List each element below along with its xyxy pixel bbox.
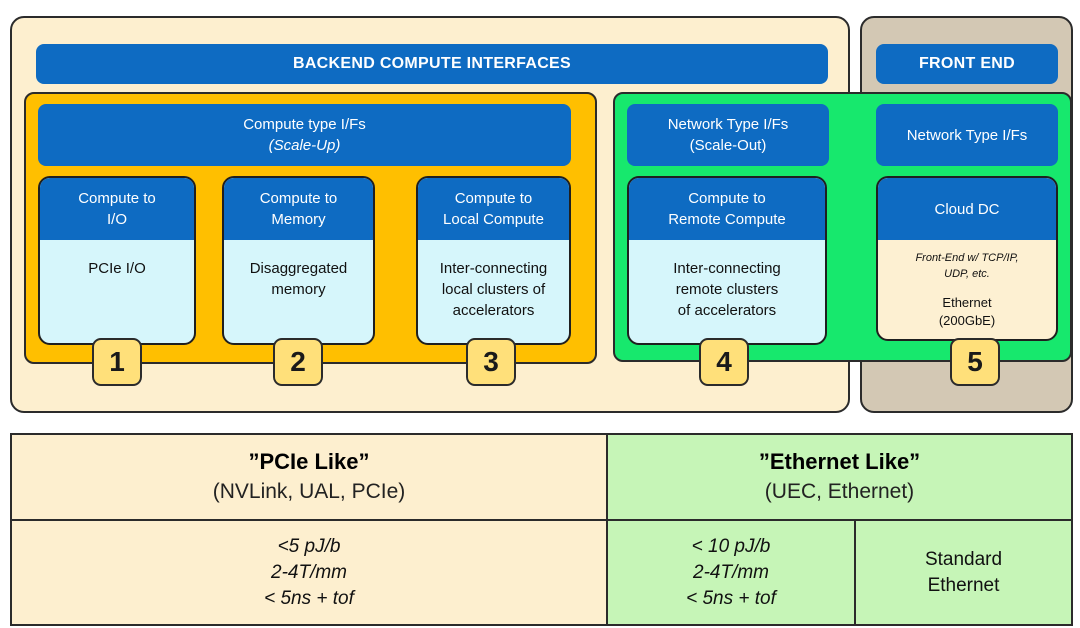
number-badge-3: 3 xyxy=(466,338,516,386)
card-head: Compute to I/O xyxy=(40,178,194,240)
spec-line: < 5ns + tof xyxy=(264,587,354,609)
backend-title-bar: BACKEND COMPUTE INTERFACES xyxy=(36,44,828,84)
card-head-line: Cloud DC xyxy=(934,200,1000,218)
card-body-line: memory xyxy=(271,281,326,298)
spec-line: < 5ns + tof xyxy=(686,587,776,609)
card-body-line: local clusters of xyxy=(441,281,546,298)
card-body-line: Inter-connecting xyxy=(439,260,548,277)
number-badge-4: 4 xyxy=(699,338,749,386)
card-body-line: Ethernet xyxy=(942,295,992,310)
frontend-title-bar: FRONT END xyxy=(876,44,1058,84)
card-head: Compute to Local Compute xyxy=(418,178,569,240)
ethernet-like-header-cell: ”Ethernet Like” (UEC, Ethernet) xyxy=(608,435,1071,521)
card-body-line: accelerators xyxy=(452,302,535,319)
card-compute-to-io: Compute to I/O PCIe I/O xyxy=(38,176,196,345)
card-compute-to-remote-compute: Compute to Remote Compute Inter-connecti… xyxy=(627,176,827,345)
card-head: Compute to Remote Compute xyxy=(629,178,825,240)
card-head: Cloud DC xyxy=(878,178,1056,240)
comparison-table: ”PCIe Like” (NVLink, UAL, PCIe) ”Etherne… xyxy=(10,433,1073,626)
card-head-line: Compute to xyxy=(688,190,766,207)
spec-line: 2-4T/mm xyxy=(693,561,769,583)
pcie-like-title: ”PCIe Like” xyxy=(248,449,370,474)
pcie-like-subtitle: (NVLink, UAL, PCIe) xyxy=(212,480,406,503)
card-compute-to-memory: Compute to Memory Disaggregated memory xyxy=(222,176,375,345)
card-head-line: Compute to xyxy=(259,190,338,207)
badge-number: 3 xyxy=(483,346,499,377)
card-body-line: Front-End w/ TCP/IP, xyxy=(915,252,1019,264)
spec-line: 2-4T/mm xyxy=(271,561,347,583)
card-head-line: Memory xyxy=(271,211,326,228)
scale-up-subtitle: (Scale-Up) xyxy=(268,137,341,154)
scale-out-subtitle: (Scale-Out) xyxy=(689,137,767,154)
pcie-like-specs-cell: <5 pJ/b 2-4T/mm < 5ns + tof xyxy=(12,521,608,624)
card-head-line: Compute to xyxy=(78,190,156,207)
card-body-line: PCIe I/O xyxy=(88,260,146,277)
card-head-line: I/O xyxy=(106,211,127,228)
number-badge-2: 2 xyxy=(273,338,323,386)
card-body-line: of accelerators xyxy=(677,302,777,319)
frontend-header-title: Network Type I/Fs xyxy=(906,126,1028,144)
badge-number: 4 xyxy=(716,346,732,377)
card-body: Disaggregated memory xyxy=(224,240,373,300)
frontend-header: Network Type I/Fs xyxy=(876,104,1058,166)
frontend-ethernet: Ethernet (200GbE) xyxy=(884,294,1050,330)
card-head-line: Local Compute xyxy=(443,211,544,228)
card-body-line: Disaggregated xyxy=(249,260,348,277)
card-body-line: remote clusters xyxy=(675,281,779,298)
scale-up-title: Compute type I/Fs xyxy=(243,116,366,133)
badge-number: 2 xyxy=(290,346,306,377)
card-body-line: (200GbE) xyxy=(938,313,996,328)
spec-line: < 10 pJ/b xyxy=(691,535,771,557)
standard-line: Standard xyxy=(924,548,1003,570)
card-cloud-dc: Cloud DC Front-End w/ TCP/IP, UDP, etc. … xyxy=(876,176,1058,341)
card-head: Compute to Memory xyxy=(224,178,373,240)
card-compute-to-local-compute: Compute to Local Compute Inter-connectin… xyxy=(416,176,571,345)
backend-title: BACKEND COMPUTE INTERFACES xyxy=(292,55,572,72)
spec-line: <5 pJ/b xyxy=(277,535,341,557)
card-body: PCIe I/O xyxy=(40,240,194,279)
card-body-line: Inter-connecting xyxy=(673,260,781,277)
standard-ethernet-cell: Standard Ethernet xyxy=(856,521,1071,624)
badge-number: 1 xyxy=(109,346,125,377)
scale-out-header: Network Type I/Fs (Scale-Out) xyxy=(627,104,829,166)
frontend-protocols: Front-End w/ TCP/IP, UDP, etc. xyxy=(884,250,1050,282)
card-head-line: Compute to xyxy=(454,190,533,207)
number-badge-5: 5 xyxy=(950,338,1000,386)
pcie-like-header-cell: ”PCIe Like” (NVLink, UAL, PCIe) xyxy=(12,435,608,521)
ethernet-like-subtitle: (UEC, Ethernet) xyxy=(764,480,915,503)
ethernet-like-specs-cell: < 10 pJ/b 2-4T/mm < 5ns + tof xyxy=(608,521,856,624)
card-body: Inter-connecting remote clusters of acce… xyxy=(629,240,825,321)
frontend-title: FRONT END xyxy=(918,55,1016,72)
badge-number: 5 xyxy=(967,346,983,377)
card-body-line: UDP, etc. xyxy=(944,268,990,280)
scale-up-header: Compute type I/Fs (Scale-Up) xyxy=(38,104,571,166)
card-head-line: Remote Compute xyxy=(668,211,786,228)
ethernet-like-title: ”Ethernet Like” xyxy=(758,449,921,474)
standard-line: Ethernet xyxy=(927,574,1000,596)
scale-out-title: Network Type I/Fs xyxy=(667,116,789,133)
card-body: Inter-connecting local clusters of accel… xyxy=(418,240,569,321)
card-body: Front-End w/ TCP/IP, UDP, etc. Ethernet … xyxy=(878,240,1056,330)
number-badge-1: 1 xyxy=(92,338,142,386)
